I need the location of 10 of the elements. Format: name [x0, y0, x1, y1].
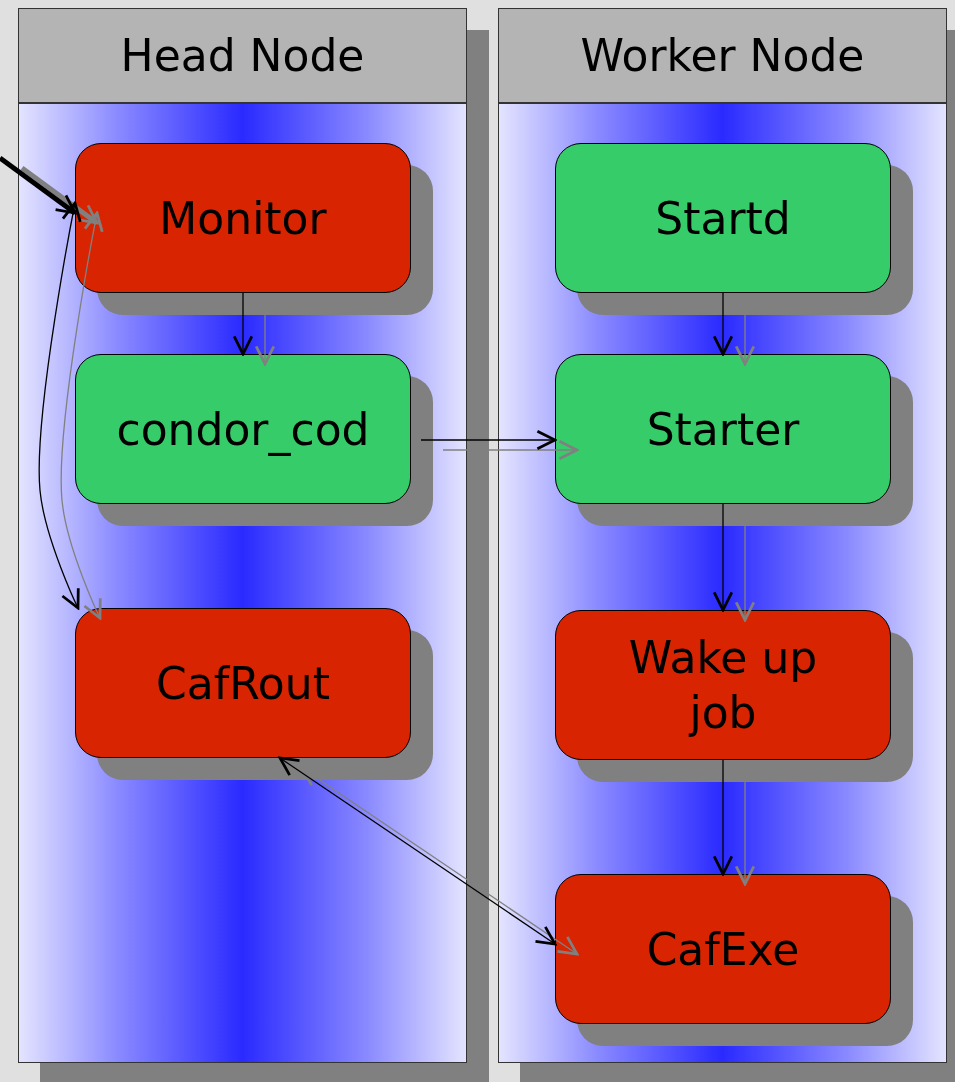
arrow	[712, 759, 734, 876]
arrow	[712, 292, 734, 356]
lane-header: Worker Node	[498, 8, 947, 103]
arrow	[278, 756, 557, 946]
lane-header: Head Node	[18, 8, 467, 103]
arrow	[420, 429, 557, 451]
arrow	[712, 503, 734, 612]
arrow	[232, 292, 254, 356]
arrow	[38, 201, 82, 610]
arrow	[0, 156, 77, 215]
